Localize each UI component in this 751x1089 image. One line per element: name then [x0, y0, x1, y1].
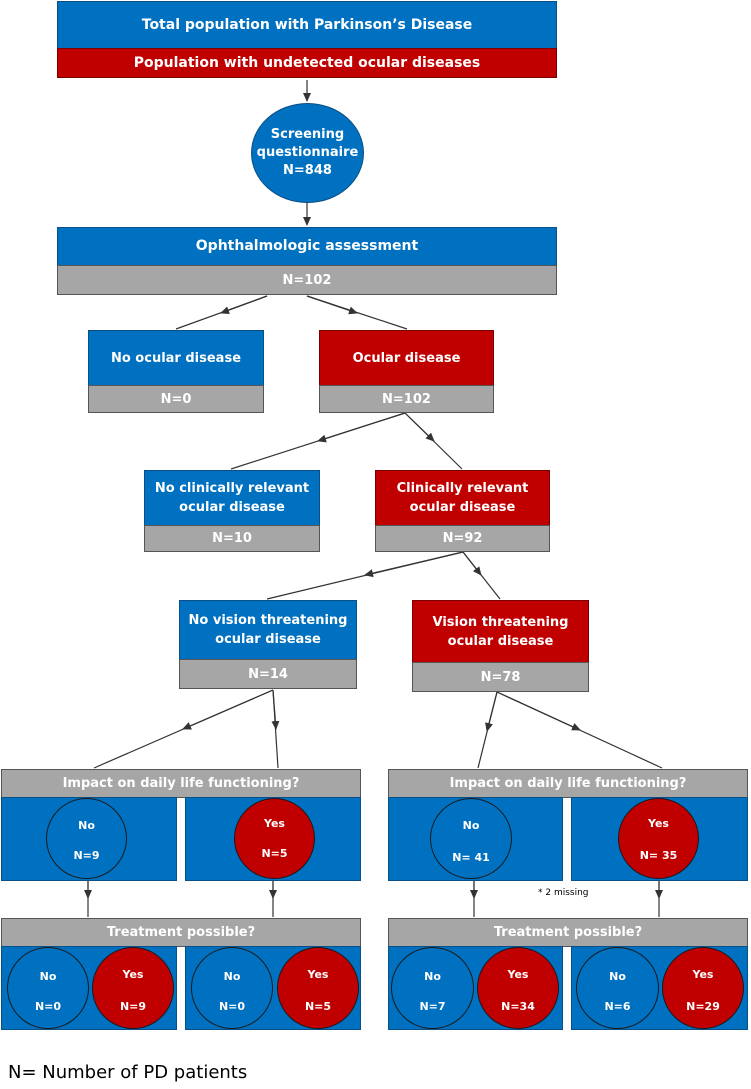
assessment-title: Ophthalmologic assessment [195, 238, 419, 254]
treatment-left-b-yes-label: Yes [307, 968, 329, 981]
clin-line1: Clinically relevant [396, 481, 529, 496]
no-ocular-count: N=0 [160, 391, 192, 407]
vision-count: N=78 [480, 669, 521, 685]
screening-line2: questionnaire [256, 145, 359, 160]
treatment-right-b-yes-label: Yes [692, 968, 714, 981]
ocular-count: N=102 [382, 391, 431, 407]
clin-count: N=92 [442, 531, 483, 546]
treatment-right-question: Treatment possible? [493, 925, 643, 940]
treatment-left-a-yes-label: Yes [122, 968, 144, 981]
treatment-right-b-no-count: N=6 [604, 1000, 631, 1013]
no-vision-threatening-box: No vision threatening ocular disease [179, 600, 357, 660]
vision-count-box: N=78 [412, 662, 589, 692]
treatment-right-a-no-label: No [424, 970, 441, 983]
total-population-box: Total population with Parkinson’s Diseas… [57, 1, 557, 49]
treatment-left-a-no-circle: No N=0 [7, 947, 89, 1029]
treatment-left-b-yes-count: N=5 [304, 1000, 332, 1013]
clin-line2: ocular disease [409, 500, 516, 515]
screening-count: N=848 [283, 163, 332, 178]
no-vision-line2: ocular disease [215, 632, 321, 647]
treatment-left-a-no-count: N=0 [34, 1000, 62, 1013]
treatment-right-b-no-circle: No N=6 [576, 947, 659, 1029]
missing-note: * 2 missing [538, 888, 589, 898]
treatment-right-header: Treatment possible? [388, 918, 748, 947]
treatment-right-b-yes-count: N=29 [686, 1000, 720, 1013]
assessment-count: N=102 [282, 272, 332, 288]
ocular-count-box: N=102 [319, 385, 494, 413]
legend-text: N= Number of PD patients [8, 1062, 248, 1083]
assessment-count-box: N=102 [57, 265, 557, 295]
clinically-relevant-box: Clinically relevant ocular disease [375, 470, 550, 526]
no-vision-count-box: N=14 [179, 659, 357, 689]
impact-right-no-count: N= 41 [452, 851, 490, 864]
vision-line2: ocular disease [447, 633, 554, 649]
impact-left-no-label: No [78, 819, 95, 832]
treatment-left-b-no-count: N=0 [218, 1000, 246, 1013]
screening-questionnaire-circle: Screening questionnaire N=848 [251, 103, 364, 203]
impact-left-header: Impact on daily life functioning? [1, 769, 361, 798]
impact-left-yes-label: Yes [264, 817, 285, 830]
treatment-left-header: Treatment possible? [1, 918, 361, 947]
clin-count-box: N=92 [375, 525, 550, 552]
treatment-right-a-yes-circle: Yes N=34 [477, 947, 559, 1029]
no-vision-line1: No vision threatening [188, 613, 348, 628]
no-vision-count: N=14 [248, 666, 288, 682]
impact-left-no-count: N=9 [73, 849, 100, 862]
ocular-disease-box: Ocular disease [319, 330, 494, 386]
impact-left-yes-circle: Yes N=5 [234, 798, 315, 879]
impact-left-question: Impact on daily life functioning? [62, 776, 300, 791]
treatment-right-b-yes-circle: Yes N=29 [662, 947, 744, 1029]
treatment-right-a-yes-count: N=34 [501, 1000, 535, 1013]
treatment-left-b-no-circle: No N=0 [191, 947, 273, 1029]
impact-right-no-label: No [462, 819, 480, 832]
impact-right-no-circle: No N= 41 [430, 798, 512, 879]
no-clin-line2: ocular disease [179, 500, 285, 515]
total-population-label: Total population with Parkinson’s Diseas… [141, 16, 473, 33]
impact-left-yes-count: N=5 [261, 847, 288, 860]
no-clinically-relevant-box: No clinically relevant ocular disease [144, 470, 320, 526]
vision-line1: Vision threatening [432, 614, 569, 630]
no-ocular-disease-box: No ocular disease [88, 330, 264, 386]
treatment-left-b-yes-circle: Yes N=5 [277, 947, 359, 1029]
treatment-right-a-no-circle: No N=7 [391, 947, 474, 1029]
treatment-left-a-yes-circle: Yes N=9 [92, 947, 174, 1029]
undetected-population-label: Population with undetected ocular diseas… [133, 54, 481, 71]
treatment-right-b-no-label: No [609, 970, 626, 983]
screening-line1: Screening [270, 127, 345, 142]
treatment-left-b-no-label: No [223, 970, 241, 983]
no-clin-line1: No clinically relevant [154, 481, 310, 496]
treatment-left-a-yes-count: N=9 [119, 1000, 147, 1013]
impact-right-yes-count: N= 35 [639, 849, 678, 862]
no-clin-count: N=10 [212, 531, 252, 546]
ocular-title: Ocular disease [352, 350, 461, 366]
impact-right-question: Impact on daily life functioning? [449, 776, 687, 791]
treatment-left-a-no-label: No [39, 970, 57, 983]
no-clin-count-box: N=10 [144, 525, 320, 552]
undetected-population-box: Population with undetected ocular diseas… [57, 48, 557, 78]
treatment-left-question: Treatment possible? [106, 925, 256, 940]
no-ocular-count-box: N=0 [88, 385, 264, 413]
vision-threatening-box: Vision threatening ocular disease [412, 600, 589, 663]
impact-right-header: Impact on daily life functioning? [388, 769, 748, 798]
ophthalmologic-assessment-box: Ophthalmologic assessment [57, 227, 557, 266]
impact-right-yes-label: Yes [648, 817, 669, 830]
no-ocular-title: No ocular disease [110, 350, 242, 366]
treatment-right-a-no-count: N=7 [419, 1000, 446, 1013]
impact-right-yes-circle: Yes N= 35 [618, 798, 699, 879]
impact-left-no-circle: No N=9 [46, 798, 127, 879]
treatment-right-a-yes-label: Yes [507, 968, 529, 981]
